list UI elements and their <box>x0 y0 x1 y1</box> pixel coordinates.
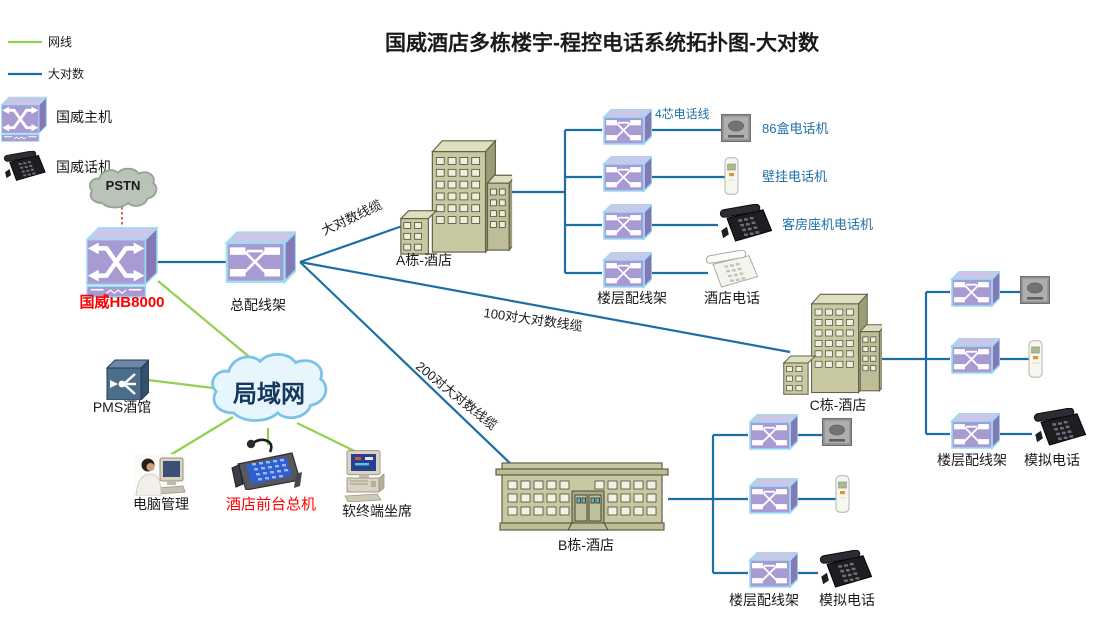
wall-phone-c-icon <box>1028 340 1043 378</box>
main-distribution-frame-icon <box>224 231 296 285</box>
floor-frame-c3-icon <box>950 413 1000 450</box>
building-b-label: B栋-酒店 <box>558 537 614 553</box>
pbx-host-label: 国威HB8000 <box>79 294 165 311</box>
floor-frame-b-label: 楼层配线架 <box>729 592 799 608</box>
pms-server-icon <box>104 358 150 400</box>
analog-phone-c-icon <box>1030 408 1088 446</box>
wall-box-phone-a-icon <box>721 114 751 142</box>
floor-frame-a1-icon <box>602 109 652 146</box>
legend-big-pair-label: 大对数 <box>48 67 85 81</box>
analog-phone-b-icon <box>816 550 874 588</box>
soft-terminal-icon <box>343 450 387 502</box>
pc-management-label: 电脑管理 <box>133 496 189 512</box>
building-b-icon <box>492 461 672 535</box>
lan-cloud-label: 局域网 <box>233 381 305 408</box>
phone-line-label: 4芯电话线 <box>655 107 710 121</box>
floor-frame-a2-icon <box>602 156 652 193</box>
floor-frame-a3-icon <box>602 204 652 241</box>
wall-phone-a-label: 壁挂电话机 <box>762 169 828 184</box>
legend-net-cable-label: 网线 <box>48 35 73 49</box>
front-desk-console-icon <box>230 436 306 490</box>
hotel-phone-a-icon <box>702 250 760 288</box>
lan-cloud: 局域网 <box>206 348 332 430</box>
legend-host-label: 国威主机 <box>56 109 112 125</box>
floor-frame-b1-icon <box>748 414 798 451</box>
floor-frame-b2-icon <box>748 478 798 515</box>
wall-phone-a-icon <box>724 157 739 195</box>
analog-phone-c-label: 模拟电话 <box>1024 452 1080 468</box>
pstn-cloud-label: PSTN <box>105 178 141 193</box>
legend-phone-icon <box>2 150 46 182</box>
front-desk-console-label: 酒店前台总机 <box>225 496 317 513</box>
analog-phone-b-label: 模拟电话 <box>819 592 875 608</box>
floor-frame-c-label: 楼层配线架 <box>937 452 1007 468</box>
legend-host-icon <box>0 96 48 142</box>
soft-terminal-label: 软终端坐席 <box>342 503 412 519</box>
pc-management-icon <box>133 454 187 496</box>
floor-frame-c2-icon <box>950 338 1000 375</box>
building-c-label: C栋-酒店 <box>809 397 867 413</box>
wall-box-phone-c-icon <box>1020 276 1050 304</box>
building-a-icon <box>398 128 513 256</box>
pstn-cloud: PSTN <box>86 166 160 212</box>
building-c-icon <box>782 283 882 396</box>
wall-box-phone-a-label: 86盒电话机 <box>762 121 829 136</box>
building-a-label: A栋-酒店 <box>396 252 452 268</box>
legend-phone-label: 国威话机 <box>56 159 112 175</box>
diagram-title: 国威酒店多栋楼宇-程控电话系统拓扑图-大对数 <box>385 32 819 55</box>
floor-frame-a-label: 楼层配线架 <box>597 290 667 306</box>
hotel-phone-a-label: 酒店电话 <box>704 290 760 306</box>
wall-phone-b-icon <box>835 475 850 513</box>
room-phone-a-icon <box>716 204 774 242</box>
floor-frame-c1-icon <box>950 271 1000 308</box>
pms-server-label: PMS酒馆 <box>92 399 152 415</box>
floor-frame-a4-icon <box>602 252 652 289</box>
wall-box-phone-b-icon <box>822 418 852 446</box>
room-phone-a-label: 客房座机电话机 <box>782 217 874 232</box>
floor-frame-b3-icon <box>748 552 798 589</box>
big-pair-lines <box>8 72 1032 575</box>
main-distribution-frame-label: 总配线架 <box>230 297 286 313</box>
pbx-host-icon <box>85 226 159 298</box>
